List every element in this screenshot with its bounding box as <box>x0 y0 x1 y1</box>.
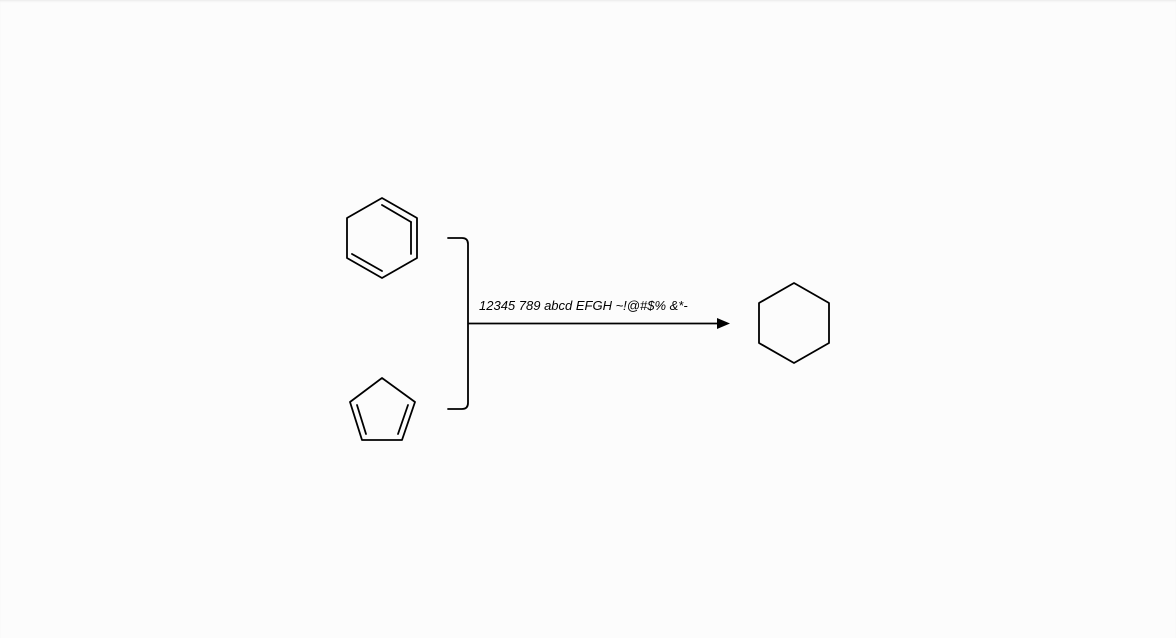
reactant-bracket <box>447 237 469 410</box>
benzene-ring <box>346 197 418 279</box>
cyclopentadiene-double-bond <box>397 404 409 435</box>
arrow-label[interactable]: 12345 789 abcd EFGH ~!@#$% &*- <box>479 298 688 313</box>
cyclohexane-ring <box>758 282 830 364</box>
benzene-double-bond <box>381 204 412 223</box>
reaction-arrow[interactable] <box>468 318 730 329</box>
cyclopentadiene-double-bond <box>356 404 367 435</box>
benzene-double-bond <box>351 253 383 272</box>
cyclopentadiene-ring <box>349 377 416 441</box>
benzene-molecule[interactable] <box>346 197 418 279</box>
cyclopentadiene-molecule[interactable] <box>349 377 416 441</box>
cyclohexane-molecule[interactable] <box>758 282 830 364</box>
arrowhead-icon <box>717 318 730 329</box>
